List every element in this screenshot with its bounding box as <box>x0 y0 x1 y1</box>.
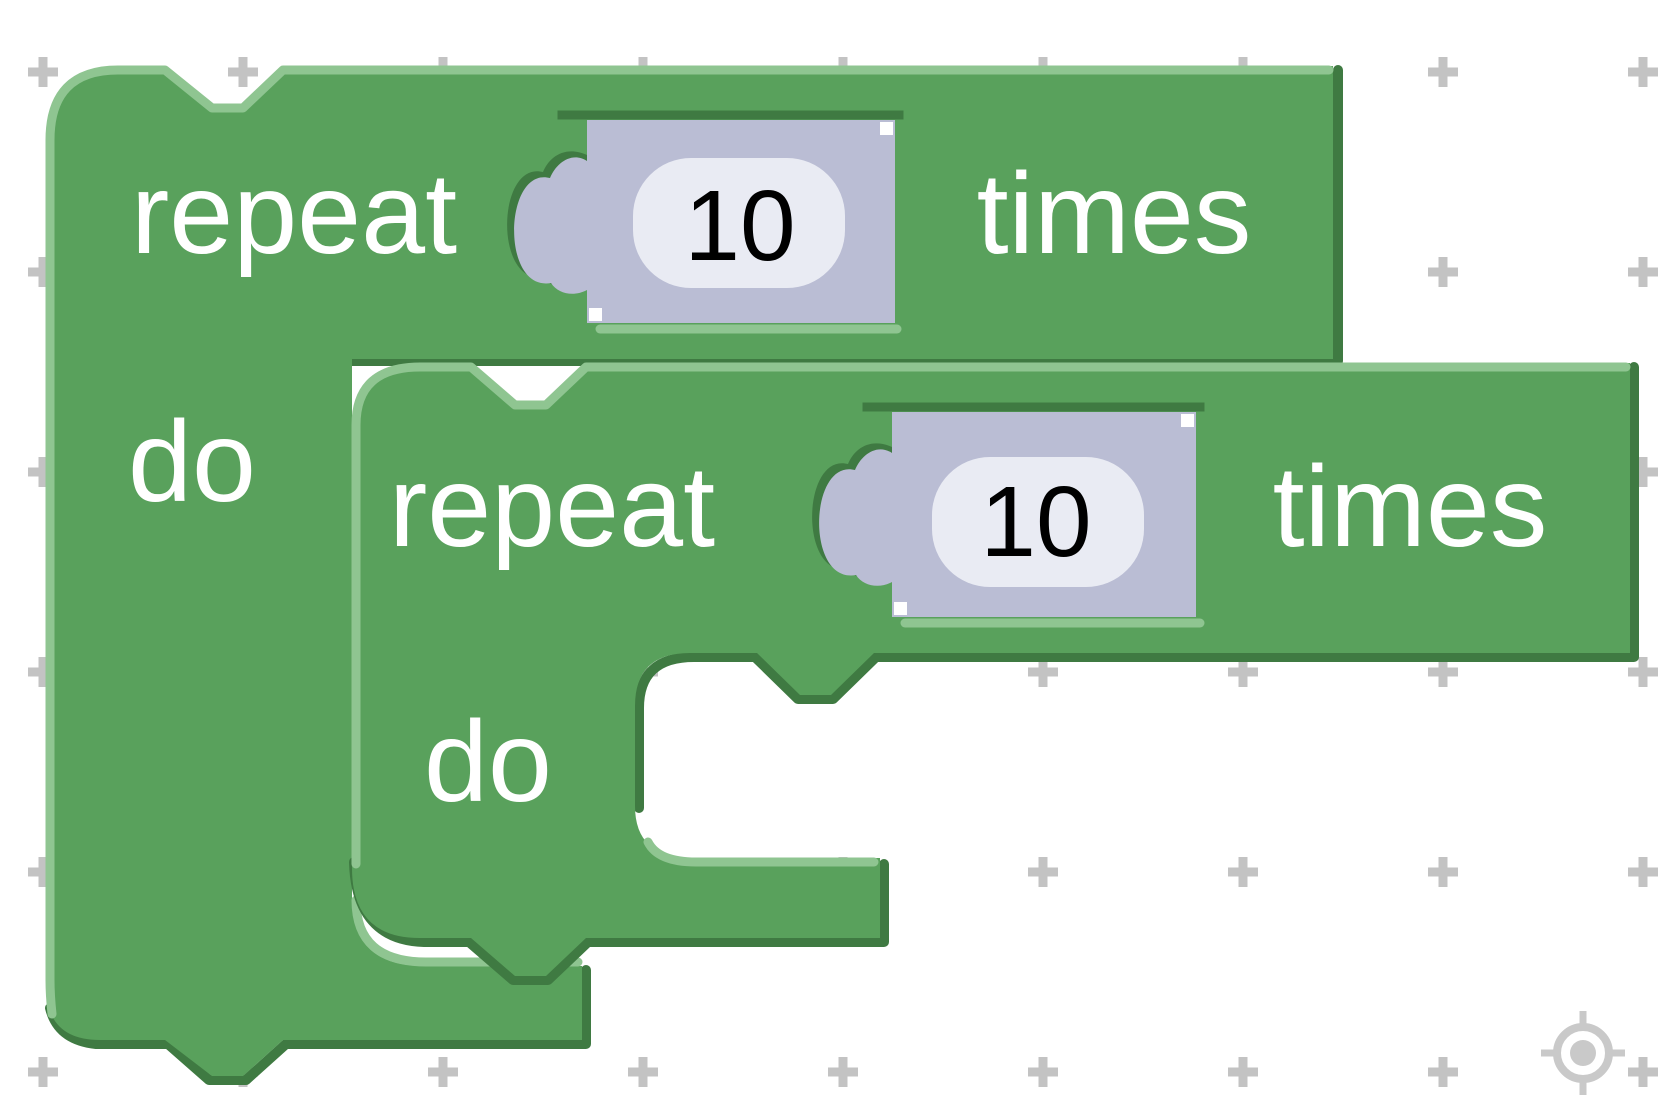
inner-repeat-label: repeat <box>389 443 715 571</box>
inner-block-body[interactable] <box>352 363 1630 976</box>
outer-repeat-label: repeat <box>131 150 457 278</box>
inner-block-shadow-edge <box>634 362 1639 813</box>
outer-count-number-field[interactable] <box>633 158 845 288</box>
inner-do-label: do <box>424 698 552 826</box>
inner-count-value[interactable]: 10 <box>980 466 1091 578</box>
outer-repeat-block[interactable]: repeat times do 10 <box>45 65 1343 1085</box>
inner-block-hole-bottom-highlight <box>643 837 879 867</box>
outer-count-corner-mark-tr <box>880 122 893 135</box>
inner-repeat-block[interactable]: repeat times do 10 <box>349 362 1639 985</box>
inner-count-shadow-block[interactable]: 10 <box>812 402 1205 628</box>
inner-count-corner-mark-tr <box>1181 414 1194 427</box>
outer-count-shadow-block[interactable]: 10 <box>507 110 904 334</box>
inner-count-number-field[interactable] <box>932 457 1144 587</box>
target-ticks <box>1541 1011 1625 1095</box>
outer-block-highlight-edge <box>45 65 1334 1019</box>
target-ring <box>1553 1023 1613 1083</box>
outer-block-foot-highlight <box>351 895 583 967</box>
inner-block-highlight-edge <box>351 362 1631 869</box>
inner-count-corner-mark-bl <box>894 602 907 615</box>
outer-block-body[interactable] <box>46 66 1333 1076</box>
outer-count-value[interactable]: 10 <box>684 170 795 282</box>
outer-do-label: do <box>128 398 256 526</box>
inner-times-label: times <box>1273 443 1548 571</box>
outer-count-corner-mark-bl <box>589 308 602 321</box>
outer-times-label: times <box>977 150 1252 278</box>
target-dot <box>1570 1040 1596 1066</box>
center-target-icon <box>1541 1011 1625 1095</box>
